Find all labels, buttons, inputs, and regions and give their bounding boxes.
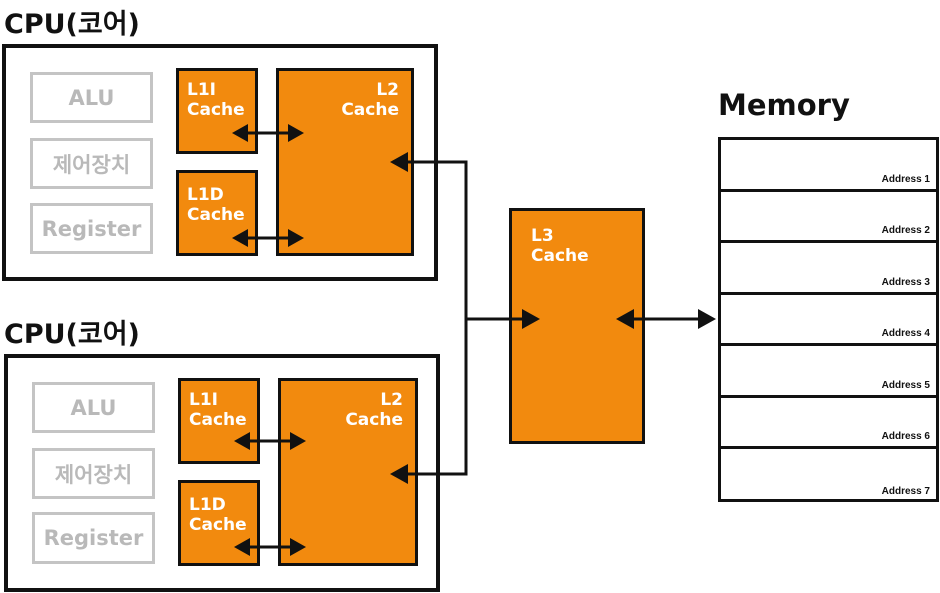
core-2-l1d-label: L1D [189, 495, 226, 515]
l3-label: L3 [531, 226, 554, 246]
core-2-l1i-sublabel: Cache [189, 410, 247, 430]
memory-title: Memory [718, 88, 850, 122]
memory-row: Address 1 [721, 140, 936, 192]
arrowhead-icon [288, 124, 304, 142]
arrowhead-icon [232, 124, 248, 142]
core-1-title: CPU(코어) [4, 9, 140, 40]
core-2-alu: ALU [32, 382, 155, 433]
l3-cache: L3 Cache [509, 208, 645, 444]
arrowhead-icon [290, 432, 306, 450]
memory-address: Address 2 [881, 225, 930, 236]
memory-stack: Address 1 Address 2 Address 3 Address 4 … [718, 137, 939, 502]
core-2-control-unit: 제어장치 [32, 448, 155, 499]
core-1-l1d-label: L1D [187, 185, 224, 205]
arrowhead-icon [288, 229, 304, 247]
arrowhead-icon [390, 152, 408, 172]
memory-address: Address 5 [881, 379, 930, 391]
core-2-l2-cache: L2 Cache [278, 378, 418, 566]
core-1-l1d-sublabel: Cache [187, 205, 245, 225]
memory-row: Address 4 [721, 295, 936, 346]
arrowhead-icon [234, 538, 250, 556]
memory-row: Address 3 [721, 243, 936, 295]
core-1-l2-label: L2 [376, 80, 399, 100]
core-2-register: Register [32, 512, 155, 564]
memory-address: Address 6 [881, 431, 930, 442]
memory-address: Address 7 [881, 485, 930, 497]
memory-row: Address 6 [721, 398, 936, 449]
memory-address: Address 4 [881, 328, 930, 339]
core-2-l1i-cache: L1I Cache [178, 378, 260, 464]
core-1-l1d-cache: L1D Cache [176, 170, 258, 256]
arrowhead-icon [390, 464, 408, 484]
l3-sublabel: Cache [531, 246, 589, 266]
memory-row: Address 7 [721, 449, 936, 501]
arrowhead-icon [616, 309, 634, 329]
arrowhead-icon [522, 309, 540, 329]
core-1-alu: ALU [30, 72, 153, 123]
core-1-l1i-label: L1I [187, 80, 216, 100]
memory-address: Address 3 [881, 276, 930, 288]
core-2-l2-sublabel: Cache [345, 410, 403, 430]
core-2-l2-label: L2 [380, 390, 403, 410]
arrowhead-icon [290, 538, 306, 556]
core-1-register: Register [30, 203, 153, 254]
arrowhead-icon [698, 309, 716, 329]
arrowhead-icon [234, 432, 250, 450]
memory-address: Address 1 [881, 173, 930, 185]
core-2-l1i-label: L1I [189, 390, 218, 410]
core-2-title: CPU(코어) [4, 319, 140, 350]
core-2-l1d-sublabel: Cache [189, 515, 247, 535]
memory-row: Address 5 [721, 346, 936, 398]
core-1-l2-sublabel: Cache [341, 100, 399, 120]
core-1-control-unit: 제어장치 [30, 138, 153, 189]
l2-to-l3-bus [408, 160, 468, 476]
memory-row: Address 2 [721, 192, 936, 243]
core-1-l1i-sublabel: Cache [187, 100, 245, 120]
arrowhead-icon [232, 229, 248, 247]
